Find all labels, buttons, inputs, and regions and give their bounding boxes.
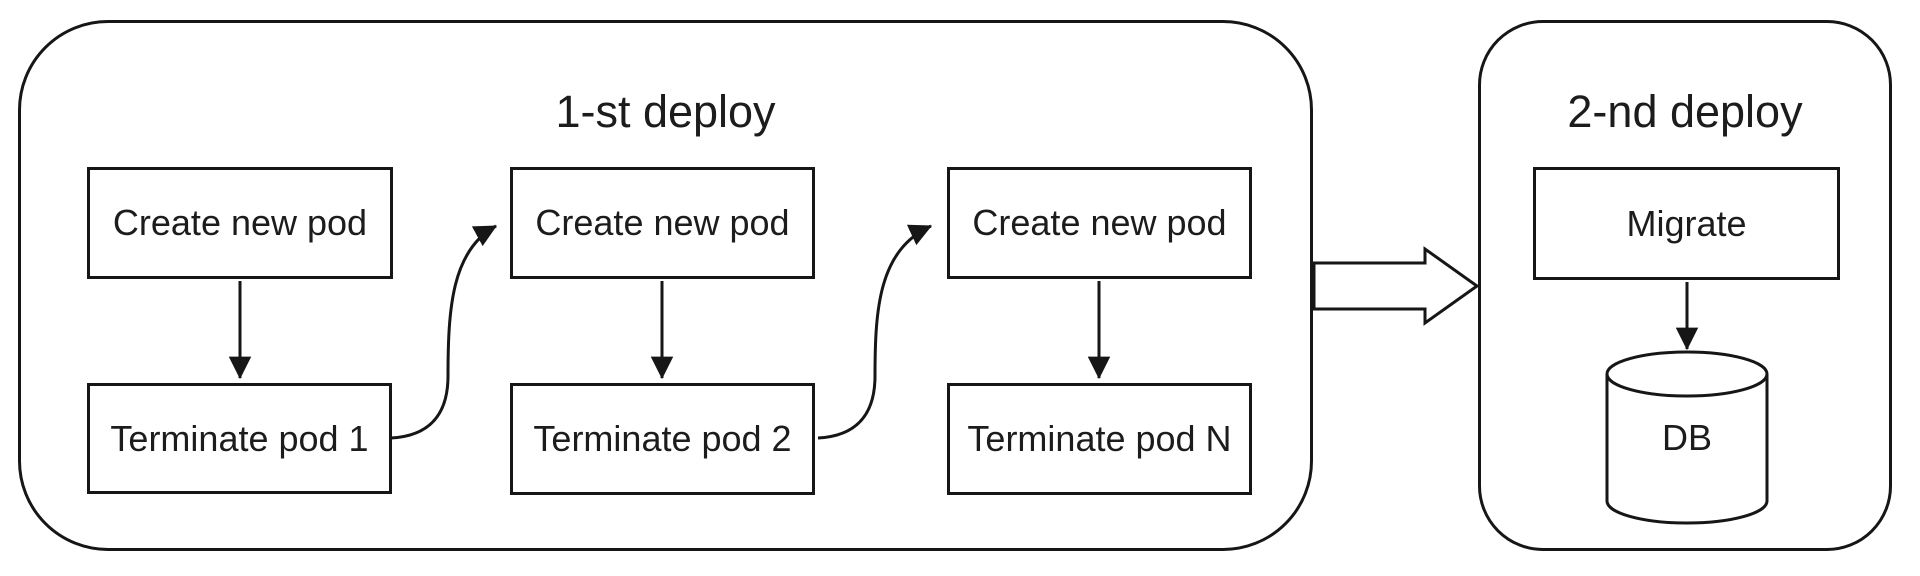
node-migrate: Migrate: [1533, 167, 1840, 280]
node-create-new-pod-1: Create new pod: [87, 167, 393, 279]
node-terminate-pod-n: Terminate pod N: [947, 383, 1252, 495]
arrow-terminate2-to-create3: [817, 224, 933, 440]
group-second-deploy-title: 2-nd deploy: [1567, 86, 1803, 137]
node-terminate-pod-1: Terminate pod 1: [87, 383, 392, 494]
db-label: DB: [1661, 417, 1712, 458]
node-terminate-pod-2: Terminate pod 2: [510, 383, 815, 495]
block-arrow-first-to-second-deploy: [1312, 246, 1480, 326]
arrow-terminate1-to-create2: [390, 224, 497, 440]
database-cylinder-icon: [1605, 350, 1769, 525]
group-first-deploy: 1-st deploy: [18, 20, 1313, 551]
node-create-new-pod-2: Create new pod: [510, 167, 815, 279]
group-second-deploy: 2-nd deploy: [1478, 20, 1892, 551]
node-create-new-pod-3: Create new pod: [947, 167, 1252, 279]
group-first-deploy-title: 1-st deploy: [555, 86, 776, 137]
